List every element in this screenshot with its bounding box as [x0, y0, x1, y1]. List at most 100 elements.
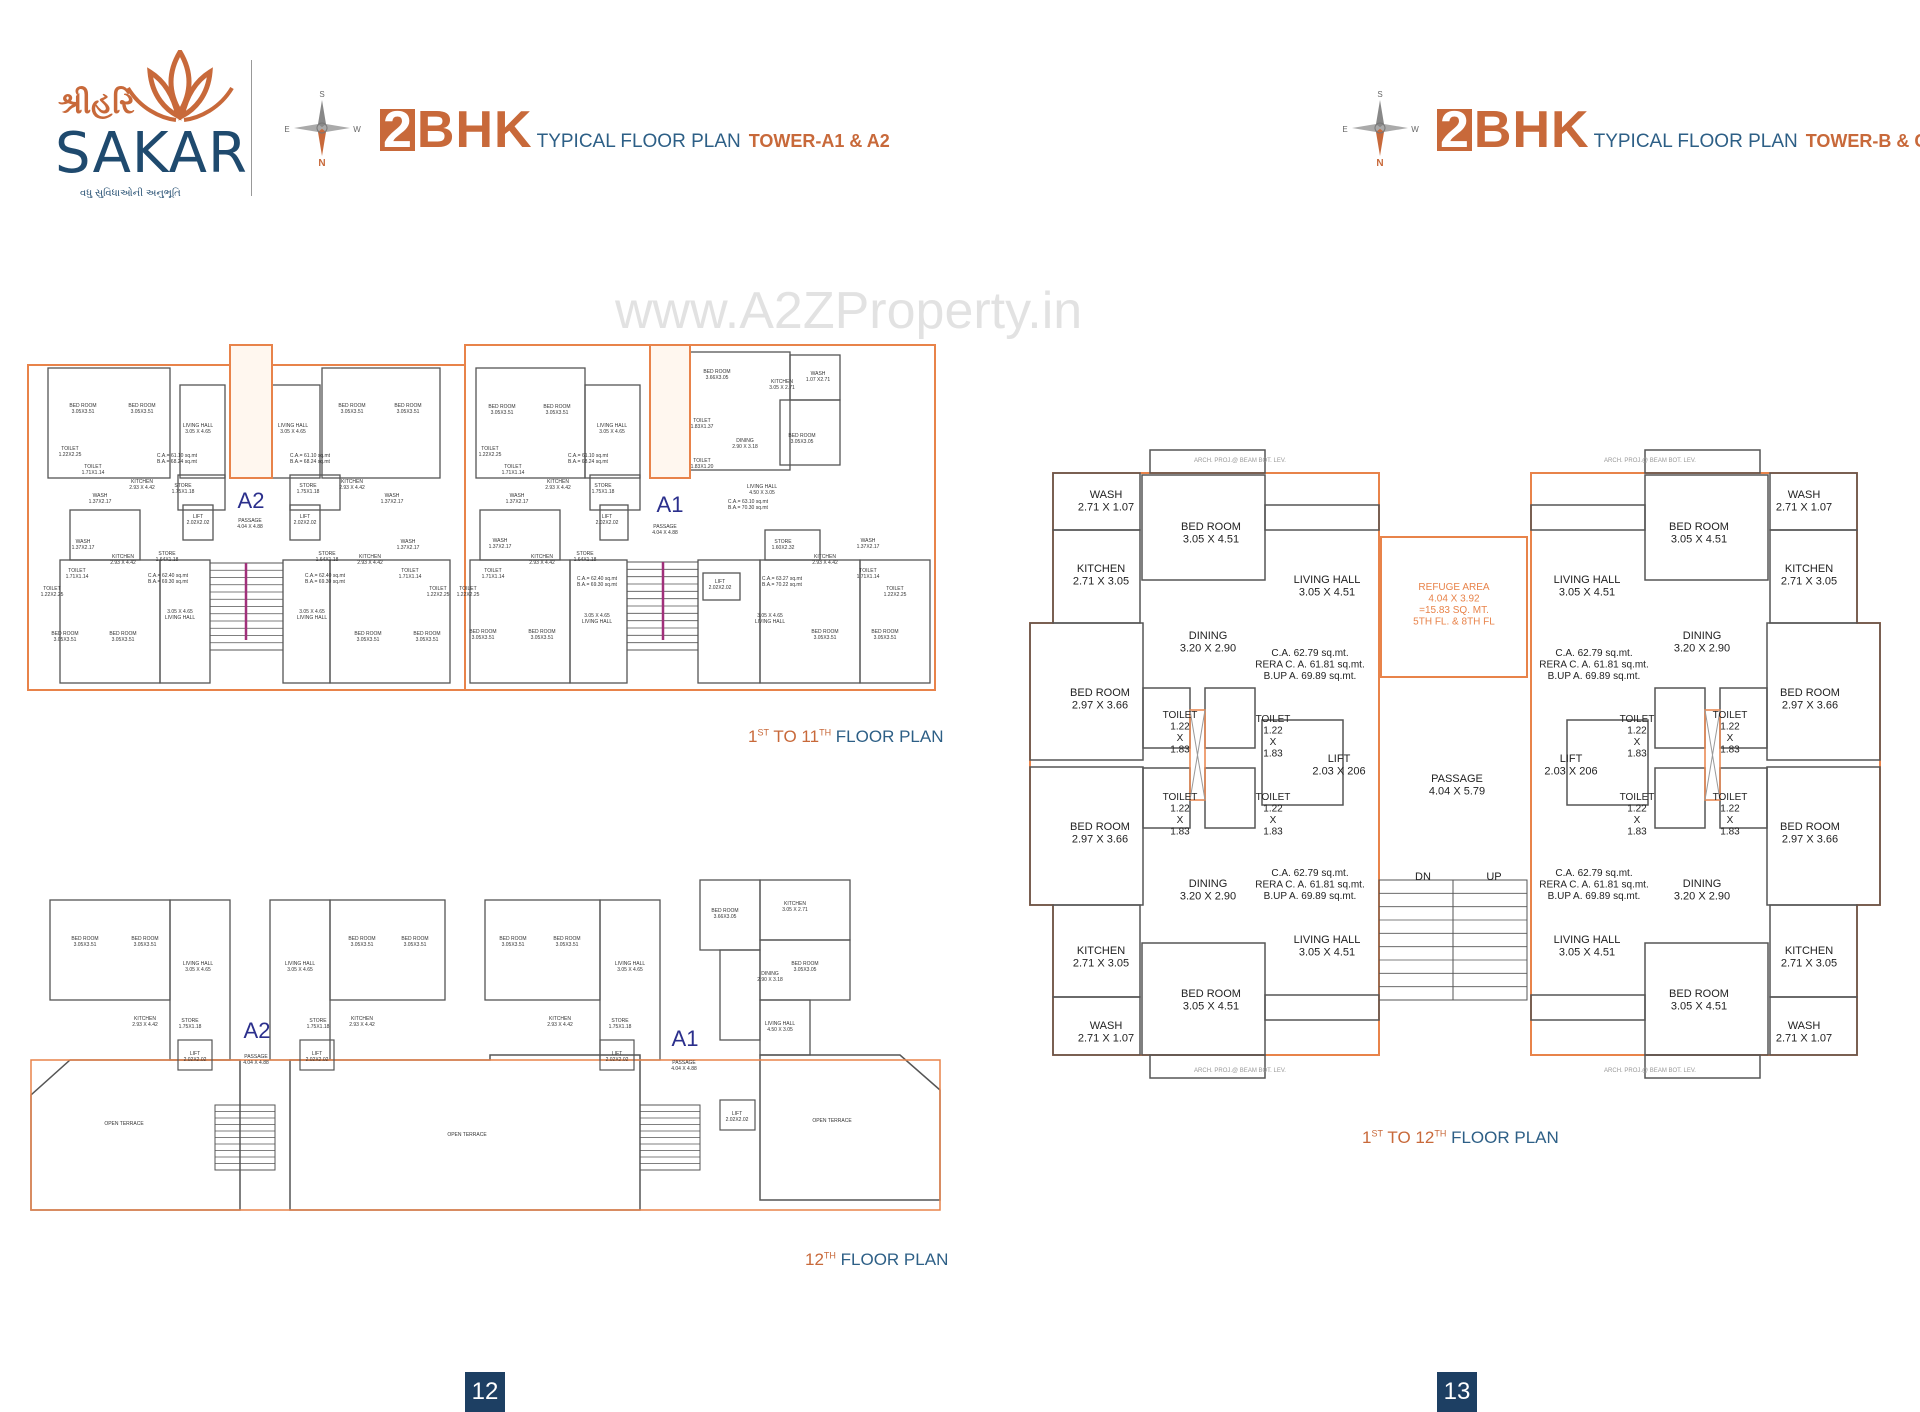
room-label: STORE — [594, 483, 612, 489]
room-label: 1.60X2.32 — [772, 545, 795, 551]
lift-wall — [299, 1039, 335, 1071]
room-label: 1.37X2.17 — [72, 545, 95, 551]
room-label: LIVING HALL — [285, 961, 316, 967]
wing-outline — [464, 344, 936, 691]
caption-part: FLOOR PLAN — [831, 727, 944, 746]
toilet-label: X — [1270, 737, 1277, 748]
room-label: TOILET — [504, 464, 521, 470]
toilet-label: 1.83 — [1720, 827, 1740, 838]
room-label: C.A.= 62.40 sq.mt — [305, 573, 346, 579]
toilet-label: TOILET — [1713, 792, 1748, 803]
room-wall — [1149, 1054, 1266, 1079]
room-label: OPEN TERRACE — [447, 1132, 487, 1138]
room-label: BED ROOM — [71, 936, 98, 942]
room-label: KITCHEN — [814, 554, 836, 560]
room-label: STORE — [318, 551, 336, 557]
logo — [40, 50, 250, 200]
room-label: 1.07 X2.71 — [806, 377, 830, 383]
toilet-label: X — [1727, 815, 1734, 826]
room-label: 3.05X3.05 — [791, 439, 814, 445]
room-label: 2.02X2.02 — [306, 1057, 329, 1063]
room-wall — [1566, 719, 1649, 806]
area-label: RERA C. A. 61.81 sq.mt. — [1539, 660, 1649, 671]
room-label: 2.93 X 4.42 — [357, 560, 383, 566]
caption-sup: ST — [757, 727, 769, 738]
room-label: 2.02X2.02 — [709, 585, 732, 591]
room-label: STORE — [299, 483, 317, 489]
room-label: 1.37X2.17 — [857, 544, 880, 550]
room-label: 2.97 X 3.66 — [1782, 834, 1838, 846]
room-label: 3.66X3.05 — [706, 375, 729, 381]
room-label: BED ROOM — [553, 936, 580, 942]
passage-label: PASSAGE — [1431, 773, 1483, 785]
room-label: BED ROOM — [543, 404, 570, 410]
room-label: BED ROOM — [499, 936, 526, 942]
room-wall — [47, 367, 171, 479]
room-wall — [484, 899, 601, 1001]
room-label: 1.75X1.18 — [592, 489, 615, 495]
area-label: B.UP A. 69.89 sq.mt. — [1548, 891, 1641, 902]
room-label: 3.05X3.51 — [404, 942, 427, 948]
terrace-boundary — [30, 1059, 941, 1211]
toilet-label: 1.22 — [1720, 804, 1740, 815]
room-label: KITCHEN — [531, 554, 553, 560]
room-label: 1.22X2.25 — [41, 592, 64, 598]
area-label: B.UP A. 69.89 sq.mt. — [1548, 671, 1641, 682]
toilet-label: X — [1727, 733, 1734, 744]
stairs-up-label: UP — [1486, 871, 1501, 883]
room-label: 1.71X1.14 — [82, 470, 105, 476]
room-label: 3.05X3.51 — [546, 410, 569, 416]
logo-tagline: વધુ સુવિધાઓની અનુભૂતિ — [80, 188, 181, 199]
room-wall — [764, 529, 821, 561]
stairs-dn-label: DN — [1415, 871, 1431, 883]
room-label: 2.71 X 3.05 — [1781, 958, 1837, 970]
room-label: LIVING HALL — [1294, 574, 1361, 586]
room-label: 3.05 X 4.51 — [1671, 1001, 1727, 1013]
room-wall — [1149, 449, 1266, 474]
room-label: STORE — [611, 1018, 629, 1024]
room-label: 2.90 X 3.18 — [757, 977, 783, 983]
wing-label-a2: A2 — [244, 1018, 271, 1043]
room-label: 2.93 X 4.42 — [132, 1022, 158, 1028]
room-label: 1.37X2.17 — [506, 499, 529, 505]
room-label: 1.37X2.17 — [489, 544, 512, 550]
room-label: 3.05X3.51 — [54, 637, 77, 643]
refuge-label: =15.83 SQ. MT. — [1419, 605, 1489, 616]
plan2-caption: 12TH FLOOR PLAN — [805, 1250, 948, 1270]
room-label: PASSAGE — [672, 1060, 696, 1066]
room-label: 1.37X2.17 — [89, 499, 112, 505]
lift-wall — [719, 1099, 756, 1131]
compass-e: E — [1342, 125, 1347, 134]
room-wall — [1769, 996, 1858, 1056]
toilet-label: 1.83 — [1627, 827, 1647, 838]
room-label: WASH — [1788, 489, 1821, 501]
room-label: LIVING HALL — [1554, 934, 1621, 946]
room-wall — [759, 999, 811, 1056]
room-label: LIVING HALL — [615, 961, 646, 967]
toilet-label: 1.83 — [1263, 749, 1283, 760]
toilet-label: 1.83 — [1263, 827, 1283, 838]
room-label: 2.93 X 4.42 — [129, 485, 155, 491]
room-wall — [169, 899, 231, 1061]
room-label: B.A.= 70.30 sq.mt — [728, 505, 768, 511]
room-wall — [179, 384, 226, 479]
room-label: TOILET — [43, 586, 60, 592]
room-label: 3.05X3.51 — [531, 635, 554, 641]
room-label: 1.83X1.37 — [691, 424, 714, 430]
room-label: WASH — [93, 493, 108, 499]
room-label: 3.20 X 2.90 — [1674, 891, 1730, 903]
toilet-label: X — [1270, 815, 1277, 826]
room-wall — [329, 899, 446, 1001]
room-label: 3.05X3.51 — [814, 635, 837, 641]
area-label: C.A. 62.79 sq.mt. — [1555, 648, 1632, 659]
toilet-label: 1.83 — [1627, 749, 1647, 760]
room-wall — [599, 504, 629, 541]
toilet-label: TOILET — [1620, 792, 1655, 803]
room-label: BED ROOM — [528, 629, 555, 635]
toilet-label: TOILET — [1163, 710, 1198, 721]
arch-note: ARCH. PROJ.@ BEAM BOT. LEV. — [1604, 458, 1696, 464]
room-label: BED ROOM — [1070, 821, 1130, 833]
room-label: TOILET — [886, 586, 903, 592]
caption-sup: TH — [819, 727, 832, 738]
